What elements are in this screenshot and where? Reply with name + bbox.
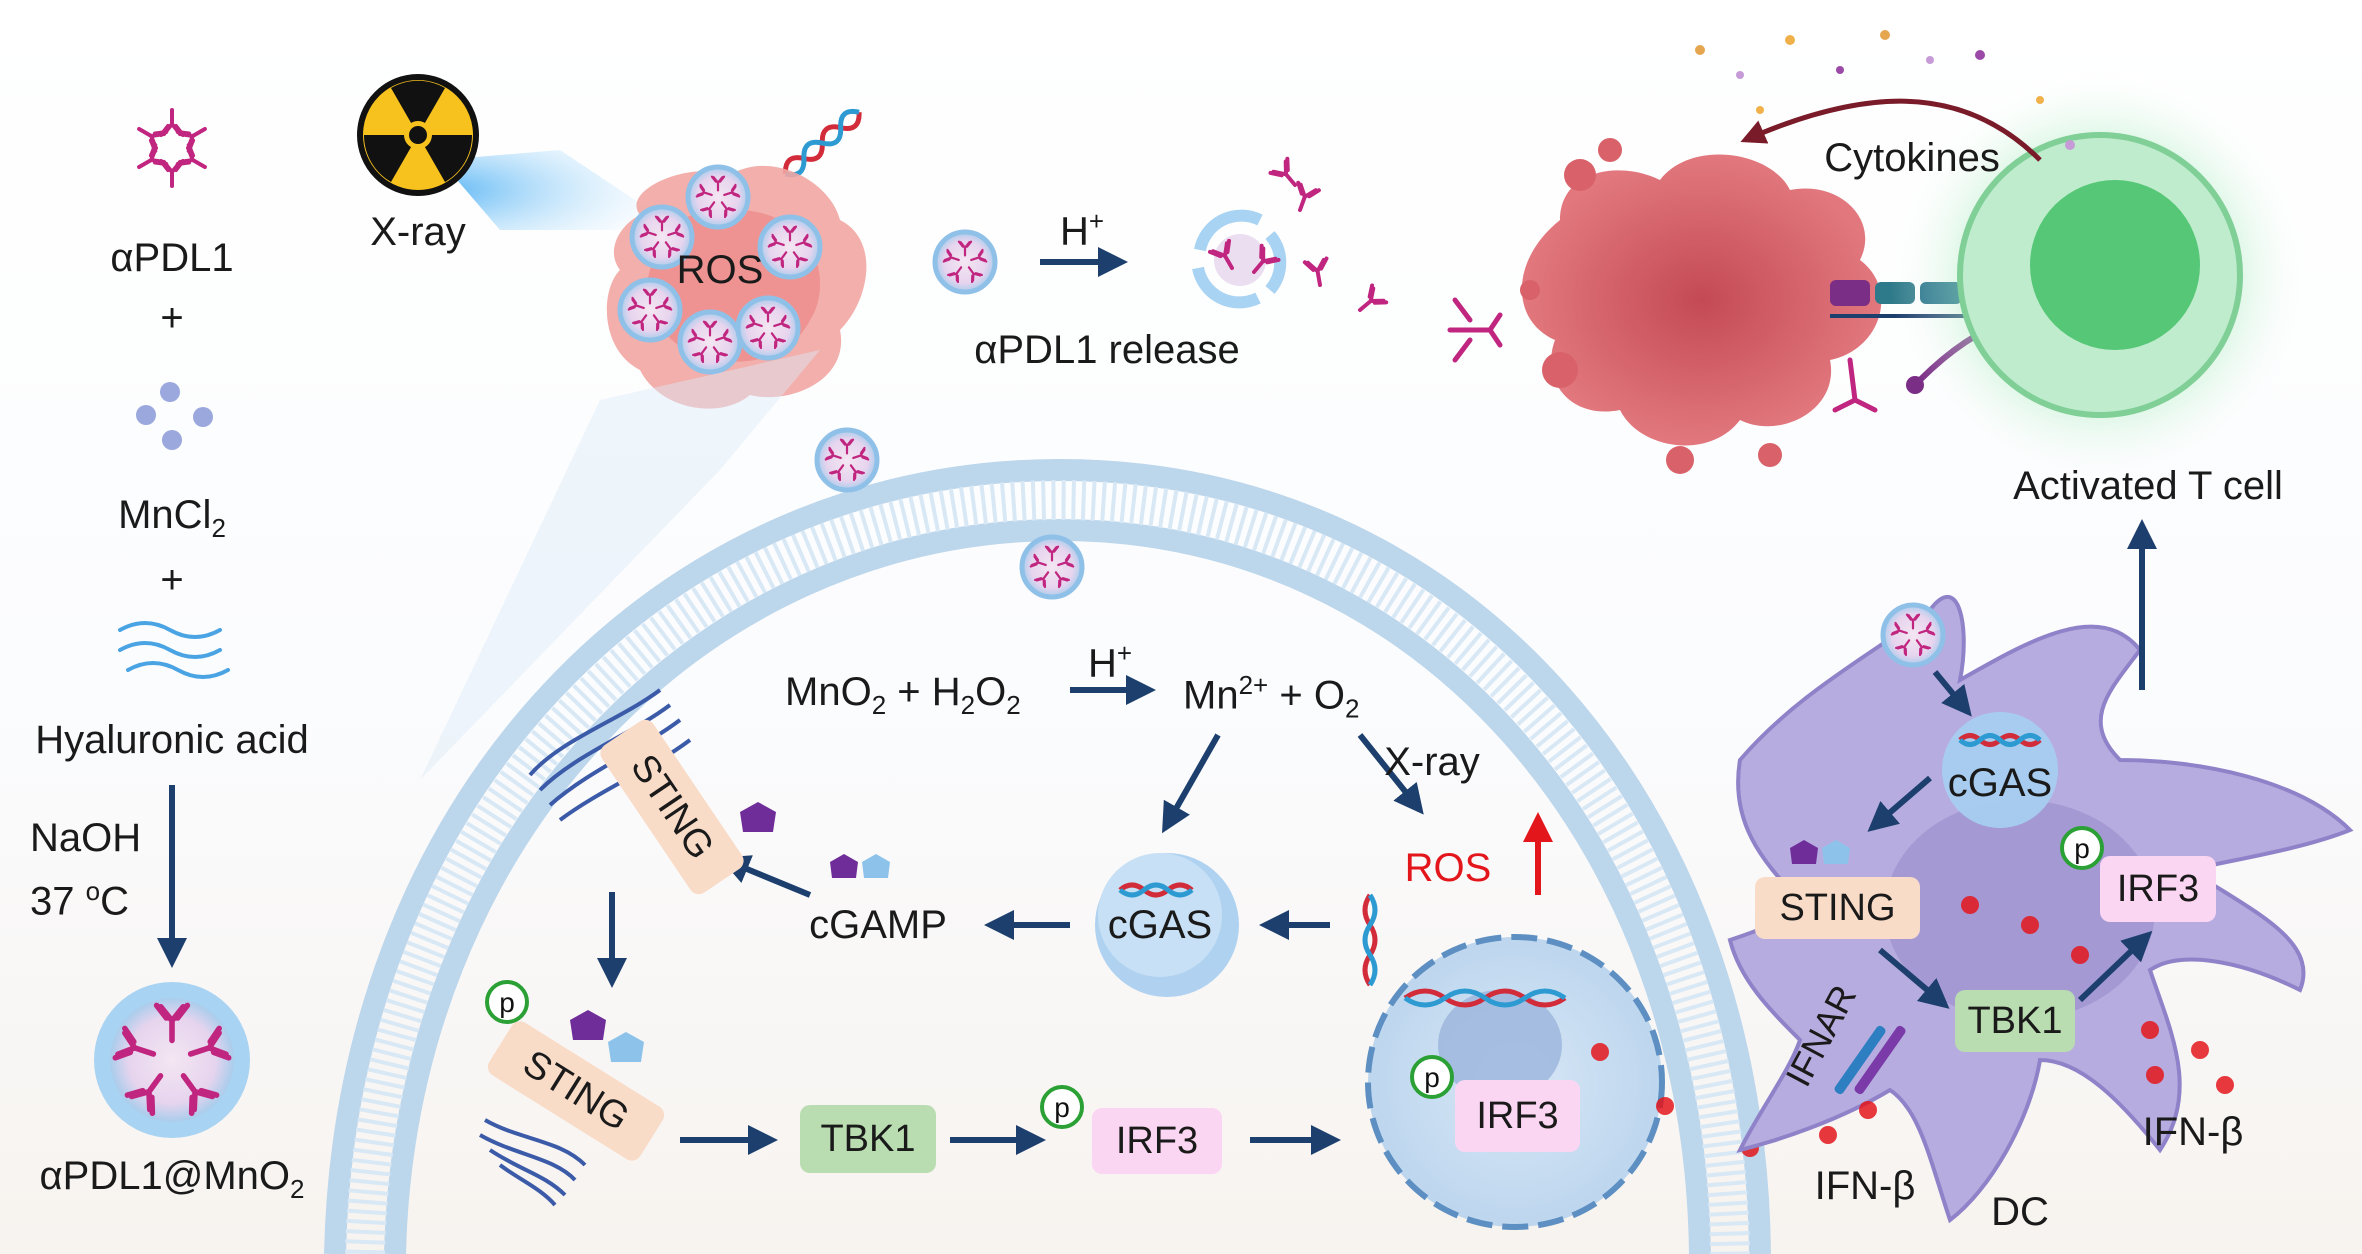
condition-naoh: NaOH (30, 816, 142, 860)
phospho-marker-icon (1410, 1055, 1454, 1099)
broken-nanoparticle-icon (1192, 209, 1287, 309)
dc-cgas-to-sting-arrow (1867, 775, 1932, 832)
activated-tcell-label: Activated T cell (2013, 464, 2283, 508)
cgas-label: cGAS (1107, 903, 1213, 947)
plus-sign: + (160, 296, 184, 340)
nanoparticle-icon (1883, 605, 1943, 665)
t-cell (1957, 132, 2243, 418)
dna-helix-icon (783, 108, 862, 178)
reaction-catalyst-label: H+ (1087, 638, 1133, 686)
free-antibodies (1268, 156, 1389, 321)
condition-temperature: 37 oC (30, 876, 129, 924)
dc-irf3-box: IRF3 (2100, 856, 2216, 922)
nanoparticle-icon (760, 217, 820, 277)
dna-fragment-icon (1362, 893, 1378, 987)
cell-membrane-inner (384, 518, 1711, 1254)
cytokines-label: Cytokines (1824, 136, 2000, 180)
product-label: αPDL1@MnO2 (39, 1154, 305, 1204)
nanoparticle-icon (817, 430, 877, 490)
proton-label: H+ (1059, 206, 1105, 254)
hyaluronic-acid-label: Hyaluronic acid (35, 718, 309, 762)
reaction-products: Mn2+ + O2 (1183, 670, 1360, 724)
cell-ros-label: ROS (1404, 846, 1492, 890)
cell-membrane-outer (324, 458, 1771, 1254)
mncl2-label: MnCl2 (118, 493, 226, 543)
nucleus-irf3-box: IRF3 (1455, 1080, 1580, 1152)
irf3-box: IRF3 (1092, 1108, 1222, 1174)
mn-to-cgas-arrow (1162, 733, 1221, 834)
tbk1-box: TBK1 (800, 1105, 936, 1173)
phospho-marker-icon (485, 980, 529, 1024)
o2-to-ros-arrow (1357, 733, 1424, 815)
phospho-sting-cgamp-icon (570, 1010, 644, 1062)
er-bottom-icon (479, 1118, 587, 1207)
cell-xray-label: X-ray (1384, 740, 1480, 784)
nanoparticle-icon (620, 280, 680, 340)
release-label: αPDL1 release (974, 328, 1240, 372)
nanoparticle-icon (738, 298, 798, 358)
dc-tbk1-box: TBK1 (1955, 990, 2075, 1052)
cgas-sphere (1095, 853, 1239, 997)
phospho-p-label: p (1424, 1062, 1440, 1093)
ifn-beta-label-left: IFN-β (1814, 1164, 1916, 1208)
ros-label: ROS (676, 248, 764, 292)
ifnar-receptor-icon (1834, 1025, 1906, 1095)
dc-np-to-cgas-arrow (1932, 670, 1972, 717)
nanoparticle-icon (935, 232, 995, 292)
dc-tbk1-to-irf3-arrow (2077, 930, 2153, 1003)
pdl1-blocking-antibodies (1447, 297, 1878, 413)
dc-label: DC (1991, 1190, 2049, 1234)
xray-label: X-ray (370, 210, 466, 254)
xray-beam (440, 150, 680, 230)
cell-membrane-lipids (345, 479, 1750, 1254)
ifn-dots-dc (1819, 896, 2234, 1144)
phospho-marker-icon (1040, 1085, 1084, 1129)
product-nanoparticle-icon (94, 982, 250, 1138)
cgamp-molecule-icon (830, 854, 890, 878)
reaction-reactants: MnO2 + H2O2 (785, 670, 1021, 720)
dc-cgamp-icon (1790, 840, 1850, 864)
nanoparticle-icon (1022, 537, 1082, 597)
ifn-beta-label-right: IFN-β (2142, 1110, 2244, 1154)
hyaluronic-acid-icon (118, 621, 230, 679)
phospho-p-label: p (1054, 1092, 1070, 1123)
dc-sting-box: STING (1755, 877, 1920, 939)
tumor-cell (1520, 138, 1882, 474)
cgamp-label: cGAMP (809, 903, 947, 947)
phospho-marker-icon (2060, 826, 2104, 870)
antibody-ring-icon (131, 108, 213, 188)
antibody-label: αPDL1 (110, 236, 234, 280)
dc-phospho-p-label: p (2074, 833, 2090, 864)
phospho-p-label: p (499, 987, 515, 1018)
nanoparticle-icon (680, 312, 740, 372)
cytokine-particles (1695, 30, 2075, 150)
radiation-icon (357, 74, 479, 196)
cytokine-release-arrow (1740, 98, 2042, 162)
mncl2-particles-icon (136, 382, 213, 450)
dc-cgas-sphere (1942, 712, 2058, 828)
zoom-cone (420, 350, 820, 780)
plus-sign: + (160, 558, 184, 602)
dc-sting-to-tbk1-arrow (1878, 947, 1950, 1009)
nanoparticle-icon (688, 167, 748, 227)
dc-cgas-label: cGAS (1947, 761, 2053, 805)
